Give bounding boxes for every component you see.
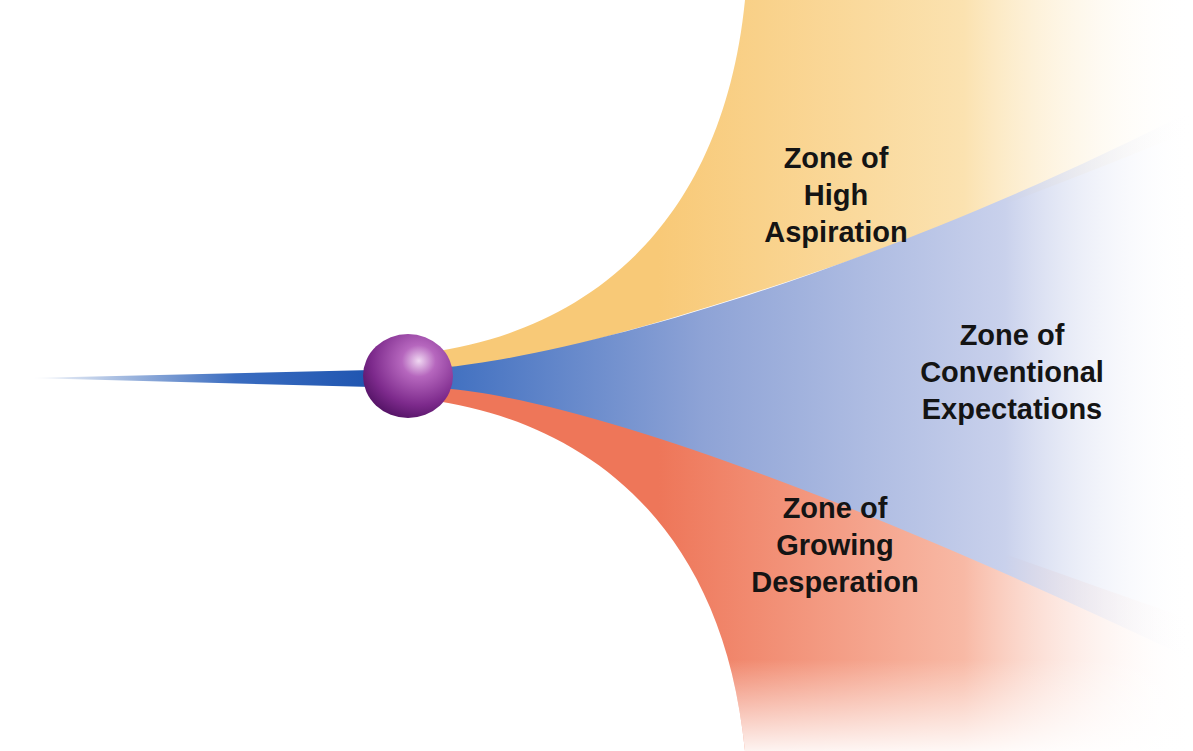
- incoming-line: [30, 370, 372, 387]
- zone-title: Zone of High Aspiration: [764, 140, 907, 251]
- zone-title: Zone of Conventional Expectations: [920, 317, 1104, 428]
- conventional-band: [440, 110, 1193, 660]
- desperation-zone: Zone of Growing Desperation: [751, 490, 919, 601]
- conventional-zone: Zone of Conventional Expectations: [920, 317, 1104, 428]
- purple-sphere: [363, 334, 453, 418]
- zone-title: Zone of Growing Desperation: [751, 490, 919, 601]
- aspiration-zone: Zone of High Aspiration: [764, 140, 907, 251]
